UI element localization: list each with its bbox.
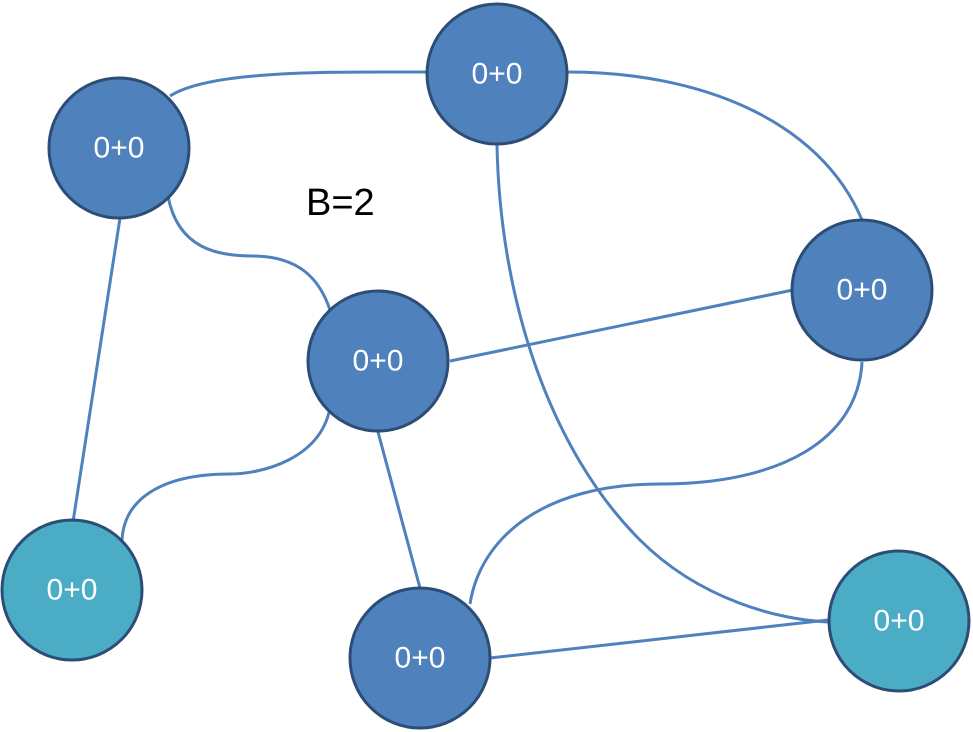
edge-top-left-center [166,195,332,311]
node-label: 0+0 [353,345,404,378]
edge-top-right [567,70,864,221]
diagram-label: B=2 [306,182,375,224]
node-circle [348,586,492,730]
graph-edges [71,70,864,660]
node-bottom: 0+0 [348,586,492,730]
node-label: 0+0 [395,642,446,675]
node-center: 0+0 [306,289,450,433]
node-bottom-left: 0+0 [0,518,144,662]
node-label: 0+0 [47,574,98,607]
node-label: 0+0 [837,274,888,307]
node-top-left: 0+0 [47,76,191,220]
edge-center-bottom [376,431,422,589]
edge-right-bottom [468,361,864,605]
node-circle [827,549,971,693]
edge-center-bottom-left [120,407,332,541]
node-circle [47,76,191,220]
node-top: 0+0 [425,2,569,146]
node-circle [306,289,450,433]
edge-top-left-bottom-left [71,217,122,523]
node-label: 0+0 [472,58,523,91]
node-circle [425,2,569,146]
node-label: 0+0 [94,132,145,165]
node-circle [0,518,144,662]
edge-bottom-bottom-right [489,618,829,660]
node-bottom-right: 0+0 [827,549,971,693]
edge-center-right [449,288,794,363]
node-right: 0+0 [790,218,934,362]
node-circle [790,218,934,362]
edge-top-left-top [169,70,429,98]
edge-top-bottom-right [495,144,829,624]
node-label: 0+0 [874,605,925,638]
